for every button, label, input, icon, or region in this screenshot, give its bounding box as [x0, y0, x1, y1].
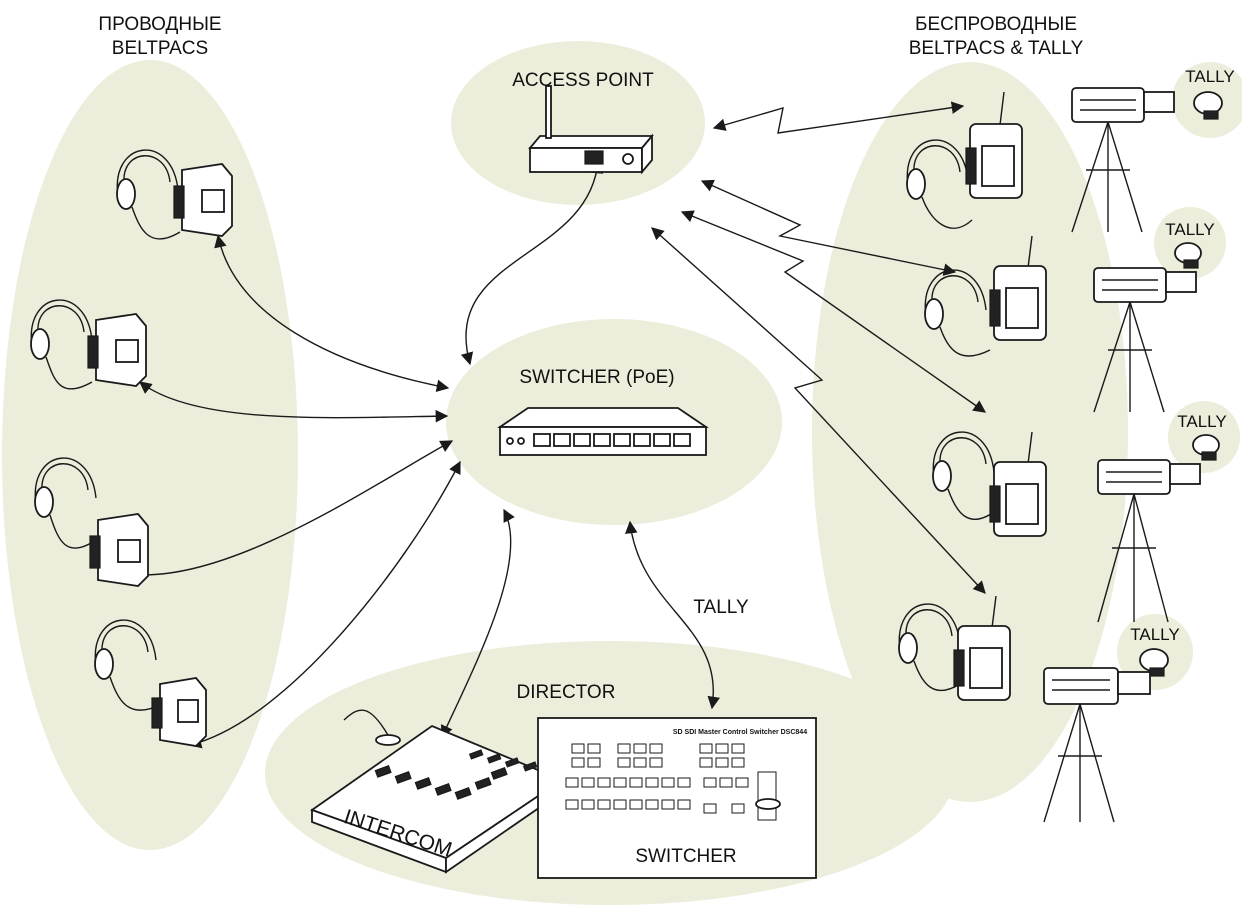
tally-label-3: TALLY	[1177, 412, 1226, 431]
wired-title-line-2: BELTPACS	[112, 38, 208, 59]
tally-light-icon-3	[1192, 434, 1220, 461]
wired-beltpacs-zone	[2, 60, 298, 850]
camera-tripod-4	[1043, 667, 1151, 823]
link-tally-switcher	[625, 520, 720, 710]
tally-label-2: TALLY	[1165, 220, 1214, 239]
poe-switch-device	[497, 407, 709, 456]
wired-title-line-1: ПРОВОДНЫЕ	[98, 14, 221, 35]
wireless-beltpack-1	[906, 91, 1023, 229]
link-ap-switcher	[460, 160, 604, 366]
access-point-label: ACCESS POINT	[512, 70, 654, 91]
wired-beltpack-4	[94, 619, 207, 747]
wired-beltpack-3	[34, 457, 149, 587]
tally-light-icon-1	[1193, 91, 1223, 120]
wireless-beltpack-4	[898, 595, 1011, 701]
wireless-link-1	[712, 101, 965, 134]
tally-light-icon-4	[1139, 648, 1169, 677]
camera-tripod-3	[1097, 459, 1201, 623]
tally-link-label: TALLY	[693, 597, 749, 618]
link-intercom-switcher	[440, 508, 515, 739]
link-wired-1	[214, 234, 450, 393]
intercom-console	[310, 709, 564, 874]
switcher-label: SWITCHER	[635, 846, 736, 867]
connections	[128, 101, 987, 749]
access-point-device	[528, 85, 654, 175]
link-wired-4	[188, 460, 461, 749]
switcher-poe-label: SWITCHER (PoE)	[519, 367, 674, 388]
tally-label-4: TALLY	[1130, 625, 1179, 644]
wireless-title-line-2: BELTPACS & TALLY	[909, 38, 1084, 59]
wireless-beltpack-2	[924, 235, 1047, 357]
director-label: DIRECTOR	[517, 682, 616, 703]
wireless-beltpack-3	[932, 431, 1047, 537]
wired-beltpack-2	[30, 299, 147, 390]
camera-tripod-1	[1071, 87, 1175, 233]
access-point-zone	[451, 41, 705, 205]
tally-label-1: TALLY	[1185, 67, 1234, 86]
camera-tripod-2	[1093, 267, 1197, 413]
wireless-link-4	[651, 227, 986, 594]
wired-beltpack-1	[116, 149, 233, 240]
switcher-panel-title: SD SDI Master Control Switcher DSC844	[673, 729, 807, 736]
wireless-title-line-1: БЕСПРОВОДНЫЕ	[915, 14, 1077, 35]
link-wired-2	[139, 381, 449, 423]
switcher-panel	[537, 717, 817, 879]
tally-light-icon-2	[1174, 242, 1202, 269]
